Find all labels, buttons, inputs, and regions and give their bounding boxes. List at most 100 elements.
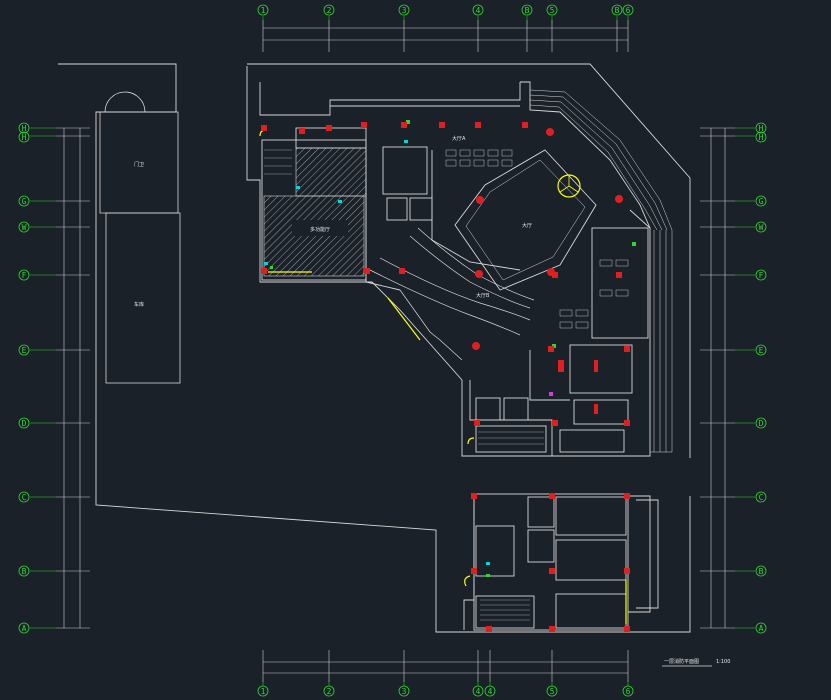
seating-rows	[445, 149, 629, 329]
axis-bubble: H	[18, 122, 30, 134]
guard-house: 门卫	[99, 91, 179, 214]
svg-text:H: H	[759, 124, 764, 133]
svg-text:6: 6	[626, 6, 631, 15]
svg-text:6: 6	[626, 687, 631, 696]
svg-text:1: 1	[261, 6, 266, 15]
lobby-labels: 大厅A 大厅B	[452, 135, 490, 299]
door-marks	[264, 140, 490, 565]
axis-bubble: 2	[323, 685, 335, 697]
axis-bubble: 3	[398, 685, 410, 697]
svg-text:5: 5	[550, 687, 555, 696]
stepped-terraces	[529, 89, 673, 453]
bottom-axis-bubbles: 1 2 3 4 4 5 6	[257, 685, 634, 697]
svg-text:H: H	[22, 124, 27, 133]
axis-bubble: W	[18, 221, 30, 233]
main-hall: 大厅	[454, 149, 597, 291]
main-building-walls	[246, 66, 651, 457]
hatched-hall: 多功能厅	[263, 147, 367, 277]
svg-text:B: B	[525, 6, 530, 15]
curved-corridor	[369, 227, 535, 361]
axis-bubble: D	[18, 417, 30, 429]
axis-bubble: F	[18, 269, 30, 281]
right-dimension-chain	[700, 127, 735, 629]
axis-bubble: E	[18, 344, 30, 356]
axis-bubble: 1	[257, 685, 269, 697]
svg-text:F: F	[22, 271, 27, 280]
axis-bubble: 3	[398, 4, 410, 16]
svg-text:W: W	[759, 223, 764, 232]
drawing-title-block: 一层消防平面图 1:100	[662, 658, 730, 667]
axis-bubble: D	[755, 417, 767, 429]
axis-bubble: 6	[622, 4, 634, 16]
axis-bubble: 4	[484, 685, 496, 697]
axis-bubble: F	[755, 269, 767, 281]
svg-text:2: 2	[327, 6, 332, 15]
axis-bubble: 1	[257, 4, 269, 16]
structural-columns	[261, 122, 630, 632]
svg-text:3: 3	[402, 687, 407, 696]
axis-leaders	[30, 16, 755, 686]
axis-bubble: W	[755, 221, 767, 233]
svg-text:A: A	[22, 624, 27, 633]
svg-text:B: B	[759, 567, 764, 576]
room-label: 车库	[134, 301, 144, 308]
axis-bubble: 2	[323, 4, 335, 16]
svg-text:F: F	[759, 271, 764, 280]
axis-bubble: C	[755, 491, 767, 503]
svg-text:3: 3	[402, 6, 407, 15]
axis-bubble: G	[18, 195, 30, 207]
svg-text:B: B	[615, 6, 620, 15]
svg-text:4: 4	[488, 687, 493, 696]
svg-text:G: G	[759, 197, 764, 206]
svg-text:D: D	[22, 419, 27, 428]
room-label: 多功能厅	[310, 226, 330, 233]
right-axis-bubbles: H H G W F E D C B A	[755, 122, 767, 634]
svg-text:D: D	[759, 419, 764, 428]
axis-bubble: 4	[472, 685, 484, 697]
stair-lines	[264, 149, 544, 621]
svg-text:H: H	[759, 133, 764, 142]
svg-text:E: E	[759, 346, 764, 355]
axis-bubble: B	[521, 4, 533, 16]
axis-bubble: C	[18, 491, 30, 503]
svg-text:A: A	[759, 624, 764, 633]
axis-bubble: H	[755, 131, 767, 143]
fire-route-lines	[259, 129, 627, 624]
svg-text:5: 5	[550, 6, 555, 15]
svg-text:W: W	[22, 223, 27, 232]
left-long-building: 车库	[105, 212, 181, 384]
drawing-scale: 1:100	[716, 659, 730, 665]
svg-text:C: C	[759, 493, 764, 502]
room-label: 大厅	[522, 222, 532, 229]
axis-bubble: B	[755, 565, 767, 577]
axis-bubble: B	[18, 565, 30, 577]
svg-text:4: 4	[476, 687, 481, 696]
left-dimension-chain	[56, 127, 90, 629]
svg-text:1: 1	[261, 687, 266, 696]
room-label: 大厅B	[476, 292, 490, 299]
axis-bubble: H	[18, 131, 30, 143]
lower-building	[463, 493, 659, 631]
room-label: 门卫	[134, 161, 144, 168]
axis-bubble: H	[755, 122, 767, 134]
axis-bubble: G	[755, 195, 767, 207]
svg-text:G: G	[22, 197, 27, 206]
axis-bubble: 6	[622, 685, 634, 697]
axis-bubble: 5	[546, 685, 558, 697]
magenta-marks	[549, 392, 553, 396]
top-dimension-chain	[262, 20, 629, 52]
site-boundary	[58, 63, 691, 633]
bottom-dimension-chain	[262, 650, 629, 682]
drawing-title: 一层消防平面图	[664, 658, 699, 665]
axis-bubble: 4	[472, 4, 484, 16]
axis-bubble: A	[755, 622, 767, 634]
svg-text:H: H	[22, 133, 27, 142]
svg-text:E: E	[22, 346, 27, 355]
svg-text:C: C	[22, 493, 27, 502]
svg-text:4: 4	[476, 6, 481, 15]
room-label: 大厅A	[452, 135, 466, 142]
left-axis-bubbles: H H G W F E D C B A	[18, 122, 30, 634]
axis-bubble: B	[611, 4, 623, 16]
axis-bubble: E	[755, 344, 767, 356]
